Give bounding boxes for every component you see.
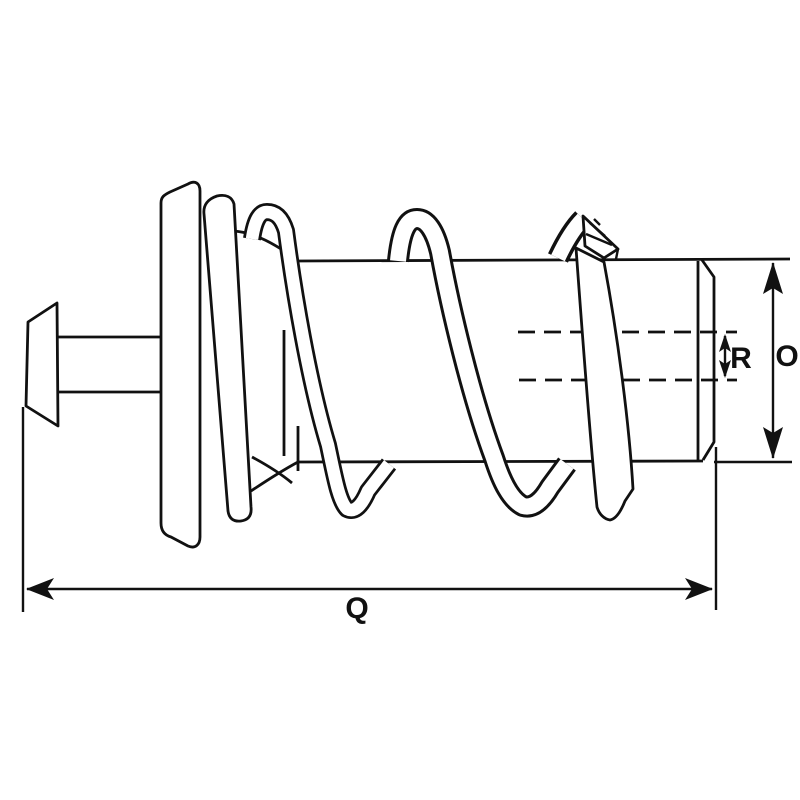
dim-label-r: R	[730, 342, 752, 375]
spring-coil-3-strand	[574, 246, 635, 522]
cylinder-right-profile	[700, 259, 716, 461]
dim-label-q: Q	[345, 592, 368, 625]
q-arrowhead-right	[685, 578, 713, 600]
dim-label-o: O	[775, 340, 798, 373]
r-arrowhead-top	[719, 334, 731, 352]
spring-end-hatch-2	[589, 222, 606, 237]
cone-bottom-contour	[250, 460, 299, 493]
o-arrowhead-bottom	[763, 427, 783, 459]
spring-coil	[243, 203, 635, 522]
spring-end-hatch-3	[585, 232, 613, 247]
dimension-o: O	[714, 262, 799, 464]
spring-coil-2-fill	[390, 211, 574, 515]
spring-end-hatch-1	[593, 218, 601, 226]
spring-coil-3-leg-fill	[551, 213, 589, 262]
flange-disc	[159, 180, 202, 549]
spring-coil-2-outline	[387, 208, 576, 518]
end-cap	[24, 301, 60, 428]
spring-end-cut-face	[581, 214, 620, 260]
r-arrowhead-bottom	[719, 360, 731, 378]
q-arrowhead-left	[26, 578, 54, 600]
washer-disc	[202, 194, 253, 523]
dimension-q: Q	[21, 407, 718, 625]
spring-coil-1-outline	[243, 203, 397, 519]
cone-lower-curve	[251, 455, 293, 485]
spring-coil-1-fill	[245, 205, 394, 517]
spring-end-tick	[614, 248, 620, 260]
cylinder-top-edge	[297, 257, 791, 263]
dimension-r: R	[719, 334, 752, 378]
push-rod	[57, 335, 163, 394]
cylinder-body	[232, 229, 791, 493]
o-arrowhead-top	[763, 262, 783, 294]
bore-dashed-lines	[518, 330, 737, 382]
